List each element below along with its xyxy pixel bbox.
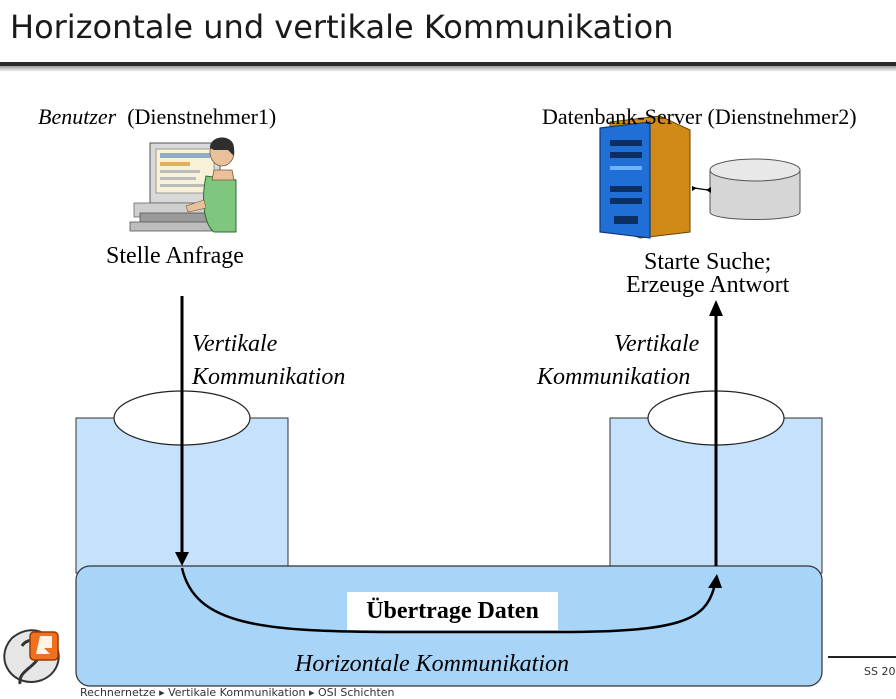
vertical-right-line1: Vertikale <box>614 331 700 357</box>
database-cylinder-icon <box>709 158 801 220</box>
server-role-label: Datenbank-Server (Dienstnehmer2) <box>542 104 857 129</box>
user-role-label: Benutzer (Dienstnehmer1) <box>38 104 277 129</box>
title-divider-shadow <box>0 66 896 72</box>
user-action-label: Stelle Anfrage <box>106 243 244 269</box>
user-at-computer-icon <box>129 137 237 233</box>
horizontal-curve-arrowhead <box>708 574 722 588</box>
transfer-data-label: Übertrage Daten <box>347 592 558 630</box>
logo-icon <box>3 629 60 685</box>
horizontal-communication-label: Horizontale Kommunikation <box>295 651 569 677</box>
vertical-left-line1: Vertikale <box>192 331 278 357</box>
server-action-line2: Erzeuge Antwort <box>626 272 790 298</box>
page-title: Horizontale und vertikale Kommunikation <box>10 8 674 46</box>
title-divider <box>0 62 896 66</box>
right-vertical-arrowhead <box>709 300 723 316</box>
semester-label: SS 20 <box>864 665 896 678</box>
horizontal-curve-arrow <box>180 567 716 634</box>
server-action-line1: Starte Suche; <box>644 249 772 275</box>
vertical-left-line2: Kommunikation <box>192 364 346 390</box>
database-server-icon <box>599 115 691 239</box>
vertical-right-line2: Kommunikation <box>537 364 691 390</box>
left-vertical-arrowhead <box>175 552 189 566</box>
footer-breadcrumb: Rechnernetze ▸ Vertikale Kommunikation ▸… <box>80 686 395 699</box>
